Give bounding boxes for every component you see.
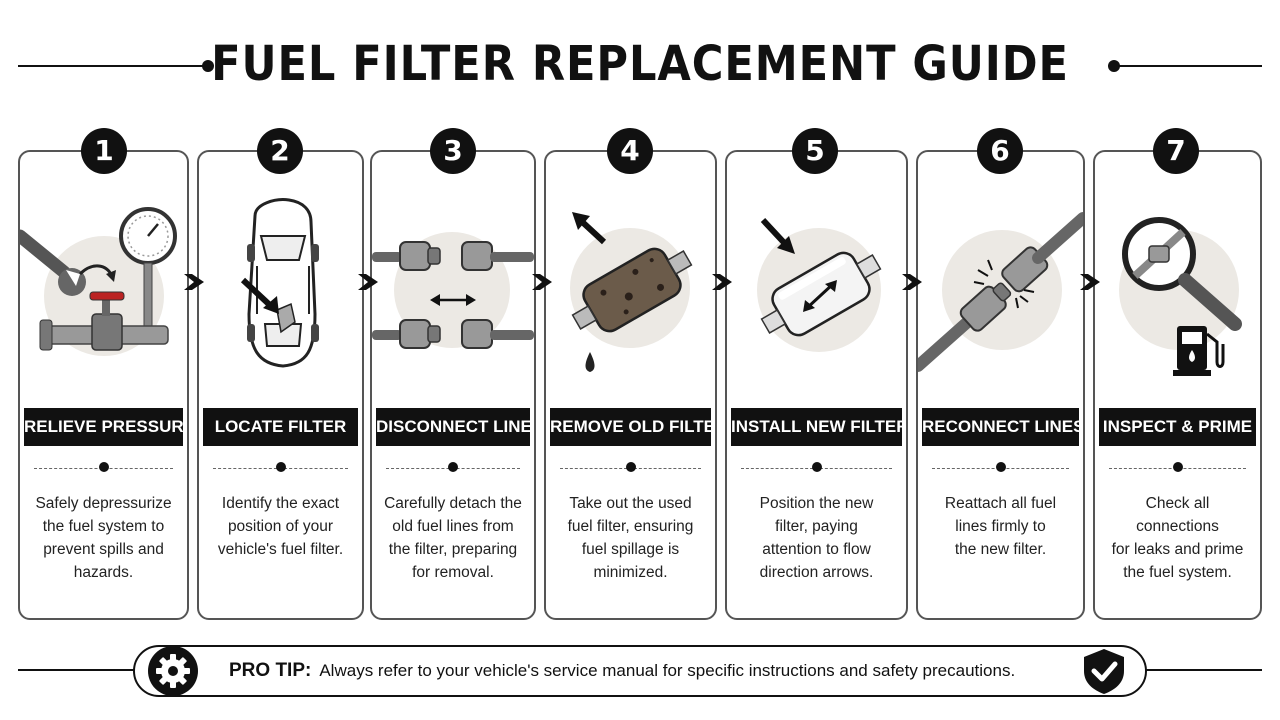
- title-rule-right: [1114, 65, 1262, 67]
- step-3-label: DISCONNECT LINES: [376, 408, 530, 446]
- step-6-label: RECONNECT LINES: [922, 408, 1079, 446]
- fuel-line-connectors-icon: [372, 174, 534, 544]
- pro-tip-heading: PRO TIP:: [229, 660, 312, 681]
- pro-tip-box: PRO TIP: Always refer to your vehicle's s…: [133, 645, 1147, 697]
- step-3-card: DISCONNECT LINES Carefully detach the ol…: [370, 150, 536, 620]
- step-arrow-2-3: [358, 274, 378, 290]
- step-1-description: Safely depressurize the fuel system to p…: [35, 495, 172, 581]
- step-4-description: Take out the used fuel filter, ensuring …: [567, 495, 694, 581]
- step-7-divider-dot: [1172, 462, 1183, 472]
- step-6-card: RECONNECT LINES Reattach all fuel lines …: [916, 150, 1085, 620]
- step-3-divider-dot: [448, 462, 458, 472]
- step-4-divider-dot: [625, 462, 636, 472]
- step-arrow-6-7: [1080, 274, 1100, 290]
- step-4-number: 4: [607, 128, 653, 174]
- step-2-card: LOCATE FILTER Identify the exact positio…: [197, 150, 364, 620]
- shield-check-icon: [1081, 647, 1127, 695]
- step-3-description: Carefully detach the old fuel lines from…: [384, 495, 522, 581]
- step-arrow-4-5: [712, 274, 732, 290]
- step-1-label: RELIEVE PRESSURE: [24, 408, 183, 446]
- step-2-label: LOCATE FILTER: [203, 408, 358, 446]
- step-2-description: Identify the exact position of your vehi…: [217, 495, 344, 558]
- step-5-description: Position the new filter, paying attentio…: [759, 495, 874, 581]
- step-4-card: REMOVE OLD FILTER Take out the used fuel…: [544, 150, 717, 620]
- step-5-number: 5: [792, 128, 838, 174]
- step-arrow-5-6: [902, 274, 922, 290]
- gear-icon: [147, 645, 199, 697]
- step-7-number: 7: [1153, 128, 1199, 174]
- step-2-divider-dot: [275, 462, 286, 472]
- step-arrow-3-4: [532, 274, 552, 290]
- step-6-number: 6: [977, 128, 1023, 174]
- step-5-divider-dot: [811, 462, 822, 472]
- magnifier-fuel-pump-icon: [1095, 174, 1260, 544]
- step-3-number: 3: [430, 128, 476, 174]
- dirty-filter-icon: [546, 174, 715, 544]
- pressure-gauge-wrench-icon: [20, 174, 187, 544]
- page-title: FUEL FILTER REPLACEMENT GUIDE: [211, 36, 1069, 92]
- step-7-description: Check all connections for leaks and prim…: [1111, 495, 1244, 581]
- pro-tip-body: Always refer to your vehicle's service m…: [319, 661, 1016, 680]
- tip-rule-left: [18, 669, 135, 671]
- tip-rule-right: [1145, 669, 1262, 671]
- step-1-card: RELIEVE PRESSURE Safely depressurize the…: [18, 150, 189, 620]
- step-5-label: INSTALL NEW FILTER: [731, 408, 902, 446]
- step-7-label: INSPECT & PRIME: [1099, 408, 1256, 446]
- pro-tip-text: PRO TIP: Always refer to your vehicle's s…: [229, 647, 1015, 695]
- new-filter-icon: [727, 174, 906, 544]
- step-1-number: 1: [81, 128, 127, 174]
- step-7-card: INSPECT & PRIME Check all connections fo…: [1093, 150, 1262, 620]
- title-rule-left: [18, 65, 210, 67]
- step-1-divider-dot: [98, 462, 109, 472]
- reconnect-lines-icon: [918, 174, 1083, 544]
- step-6-description: Reattach all fuel lines firmly to the ne…: [944, 495, 1057, 558]
- step-5-card: INSTALL NEW FILTER Position the new filt…: [725, 150, 908, 620]
- step-2-number: 2: [257, 128, 303, 174]
- step-4-label: REMOVE OLD FILTER: [550, 408, 711, 446]
- step-6-divider-dot: [995, 462, 1006, 472]
- step-arrow-1-2: [184, 274, 204, 290]
- car-topview-icon: [199, 174, 362, 544]
- title-rule-left-dot: [202, 60, 214, 72]
